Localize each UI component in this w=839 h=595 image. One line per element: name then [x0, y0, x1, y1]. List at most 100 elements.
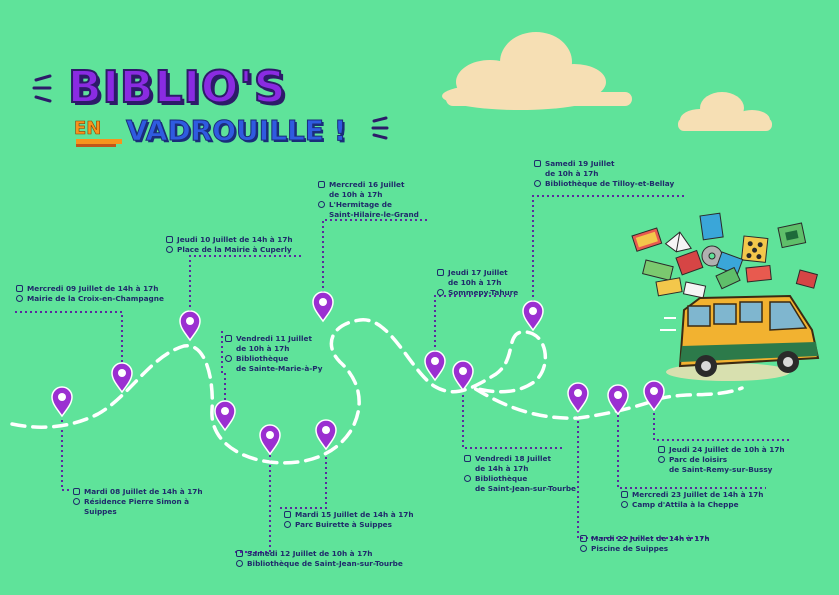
- event-date: Mardi 08 Juillet de 14h à 17h: [73, 487, 203, 497]
- calendar-icon: [236, 550, 243, 557]
- event-text: de 14h à 17h: [475, 464, 529, 473]
- event-text: de Saint-Jean-sur-Tourbe: [475, 484, 576, 493]
- connector-ven18: [462, 380, 565, 449]
- calendar-icon: [580, 535, 587, 542]
- map-pin-icon: [424, 350, 446, 382]
- event-place: Camp d'Attila à la Cheppe: [621, 500, 763, 510]
- connector-sam12: [233, 450, 271, 553]
- location-icon: [166, 246, 173, 253]
- calendar-icon: [16, 285, 23, 292]
- location-icon: [437, 289, 444, 296]
- event-date: Mardi 22 Juillet de 14h à 17h: [580, 534, 710, 544]
- event-text: de Sainte-Marie-à-Py: [236, 364, 323, 373]
- event-text: de Saint-Remy-sur-Bussy: [669, 465, 773, 474]
- event-text: Vendredi 18 Juillet: [475, 454, 551, 463]
- location-icon: [621, 501, 628, 508]
- event-text: de 10h à 17h: [236, 344, 290, 353]
- event-text: Parc Buirette à Suippes: [295, 520, 392, 529]
- event-detail: Résidence Pierre Simon à: [73, 497, 203, 507]
- map-pin-icon: [452, 360, 474, 392]
- location-icon: [73, 498, 80, 505]
- calendar-icon: [73, 488, 80, 495]
- connector-jeu10: [189, 255, 304, 322]
- calendar-icon: [318, 181, 325, 188]
- event-date: Jeudi 17 Juillet: [437, 268, 518, 278]
- route-path: [10, 318, 744, 465]
- title-biblios: BIBLIO'S: [67, 61, 287, 114]
- event-text: Jeudi 10 Juillet de 14h à 17h: [177, 235, 293, 244]
- map-pin-icon: [111, 362, 133, 394]
- location-icon: [534, 180, 541, 187]
- event-detail: de 10h à 17h: [534, 169, 674, 179]
- map-pin-icon: [315, 419, 337, 451]
- map-pin-icon: [259, 424, 281, 456]
- event-place: de Saint-Jean-sur-Tourbe: [464, 484, 576, 494]
- event-text: de 10h à 17h: [545, 169, 599, 178]
- connector-jeu17: [434, 295, 515, 352]
- event-place: Parc Buirette à Suippes: [284, 520, 414, 530]
- event-date: Mercredi 23 Juillet de 14h à 17h: [621, 490, 763, 500]
- event-place: Place de la Mairie à Cuperly: [166, 245, 293, 255]
- connector-mer16: [322, 219, 430, 298]
- event-text: Suippes: [84, 507, 117, 516]
- event-text: Samedi 19 Juillet: [545, 159, 615, 168]
- calendar-icon: [464, 455, 471, 462]
- event-text: Bibliothèque: [236, 354, 289, 363]
- flying-books: [631, 212, 818, 299]
- location-icon: [236, 560, 243, 567]
- connector-jeu24: [653, 398, 790, 441]
- event-date: Vendredi 18 Juillet: [464, 454, 576, 464]
- location-icon: [225, 355, 232, 362]
- event-text: Mardi 15 Juillet de 14h à 17h: [295, 510, 414, 519]
- event-text: de 10h à 17h: [329, 190, 383, 199]
- event-place: Bibliothèque de Tilloy-et-Bellay: [534, 179, 674, 189]
- event-text: Mercredi 16 Juillet: [329, 180, 405, 189]
- event-text: Jeudi 17 Juillet: [448, 268, 508, 277]
- event-text: Jeudi 24 Juillet de 10h à 17h: [669, 445, 785, 454]
- connector-mar08: [61, 420, 70, 491]
- title-accent-lines: [32, 74, 389, 140]
- event-text: Saint-Hilaire-le-Grand: [329, 210, 419, 219]
- calendar-icon: [225, 335, 232, 342]
- connector-mar15: [280, 442, 327, 509]
- event-date: Samedi 19 Juillet: [534, 159, 674, 169]
- event-text: L'Hermitage de: [329, 200, 392, 209]
- event-date: Jeudi 10 Juillet de 14h à 17h: [166, 235, 293, 245]
- connector-lines: [14, 195, 790, 553]
- calendar-icon: [534, 160, 541, 167]
- event-text: Bibliothèque: [475, 474, 528, 483]
- calendar-icon: [658, 446, 665, 453]
- event-text: Camp d'Attila à la Cheppe: [632, 500, 739, 509]
- event-text: Bibliothèque de Saint-Jean-sur-Tourbe: [247, 559, 403, 568]
- event-text: Mercredi 23 Juillet de 14h à 17h: [632, 490, 764, 499]
- event-place: Sommepy-Tahure: [437, 288, 518, 298]
- event-text: Parc de loisirs: [669, 455, 728, 464]
- cloud-large: [442, 32, 632, 110]
- event-text: Mairie de la Croix-en-Champagne: [27, 294, 164, 303]
- event-text: Vendredi 11 Juillet: [236, 334, 312, 343]
- event-text: Mercredi 09 Juillet de 14h à 17h: [27, 284, 159, 293]
- connector-ven11: [221, 330, 226, 410]
- event-text: de 10h à 17h: [448, 278, 502, 287]
- event-date: Vendredi 11 Juillet: [225, 334, 323, 344]
- connector-mer09: [14, 311, 123, 372]
- calendar-icon: [437, 269, 444, 276]
- location-icon: [318, 201, 325, 208]
- title-vadrouille: VADROUILLE !: [126, 114, 348, 148]
- map-pin-icon: [643, 380, 665, 412]
- map-pin-icon: [51, 386, 73, 418]
- calendar-icon: [621, 491, 628, 498]
- event-date: Mardi 15 Juillet de 14h à 17h: [284, 510, 414, 520]
- event-text: Résidence Pierre Simon à: [84, 497, 190, 506]
